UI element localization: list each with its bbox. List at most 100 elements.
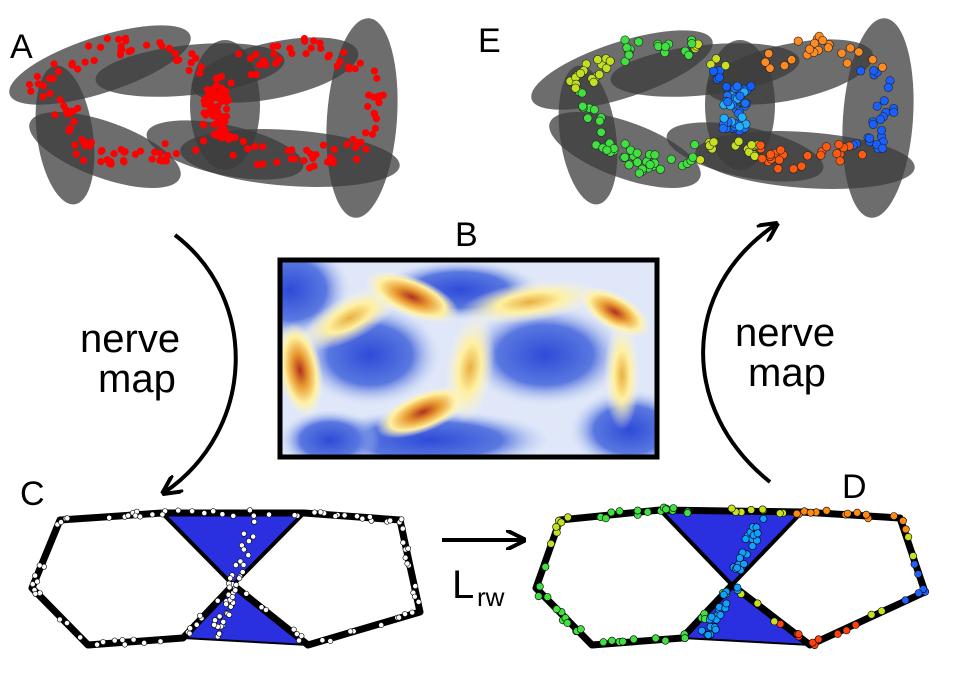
filled-triangle [657, 508, 805, 587]
data-point [216, 630, 223, 637]
operator-arrow: L rw [442, 540, 522, 612]
data-point [243, 590, 250, 597]
data-point [220, 619, 227, 625]
data-point [818, 35, 828, 45]
data-point [359, 515, 366, 522]
data-point [240, 530, 247, 537]
data-point [909, 552, 917, 560]
data-point [764, 49, 774, 59]
data-point [399, 525, 406, 532]
data-point [607, 508, 616, 517]
data-point [244, 145, 252, 153]
data-point [32, 590, 39, 597]
data-point [340, 48, 348, 57]
data-point [770, 617, 779, 626]
panel-b-label: B [455, 216, 478, 254]
data-point [68, 61, 76, 69]
data-point [217, 114, 226, 122]
panel-a-label: A [10, 28, 33, 66]
data-point [645, 160, 655, 170]
data-point [330, 145, 338, 153]
data-point [787, 55, 797, 65]
data-point [396, 614, 402, 621]
data-point [805, 44, 815, 54]
data-point [716, 611, 725, 619]
data-point [196, 69, 204, 77]
data-point [223, 105, 231, 113]
left-nerve-map-arrow: nerve map [80, 233, 238, 492]
data-point [229, 594, 236, 600]
data-point [263, 607, 269, 613]
data-point [794, 630, 803, 639]
data-point [709, 137, 719, 147]
data-point [266, 511, 272, 518]
data-point [197, 612, 203, 619]
data-point [741, 535, 750, 543]
data-point [364, 102, 372, 111]
data-point [583, 113, 593, 123]
data-point [172, 150, 180, 158]
data-point [74, 65, 82, 73]
data-point [535, 582, 544, 591]
data-point [347, 628, 354, 635]
data-point [201, 510, 208, 516]
data-point [100, 639, 106, 645]
data-point [808, 638, 817, 647]
data-point [910, 560, 919, 569]
data-point [117, 146, 125, 154]
data-point [290, 626, 297, 633]
data-point [575, 68, 585, 78]
panel-a-data-points [25, 34, 387, 172]
data-point [64, 515, 71, 522]
data-point [345, 65, 353, 73]
data-point [291, 512, 298, 519]
data-point [594, 70, 604, 80]
data-point [319, 141, 328, 149]
data-point [872, 101, 882, 111]
data-point [378, 622, 385, 628]
data-point [206, 102, 214, 110]
hot-region [460, 279, 600, 325]
data-point [214, 91, 222, 99]
data-point [270, 50, 278, 58]
data-point [372, 115, 381, 123]
data-point [232, 587, 239, 594]
data-point [577, 88, 587, 98]
data-point [103, 35, 111, 43]
data-point [601, 514, 610, 523]
data-point [212, 74, 220, 83]
hot-region [579, 286, 651, 338]
data-point [46, 89, 54, 97]
data-point [719, 590, 728, 599]
data-point [288, 146, 296, 154]
panel-d-data-points [534, 503, 930, 649]
data-point [845, 43, 855, 53]
data-point [402, 611, 408, 617]
data-point [212, 617, 218, 624]
data-point [64, 620, 70, 626]
data-point [74, 104, 82, 112]
data-point [156, 156, 164, 164]
data-point [788, 164, 798, 174]
data-point [34, 578, 41, 585]
data-point [747, 505, 756, 514]
data-point [54, 67, 63, 76]
data-point [400, 539, 407, 546]
data-point [634, 37, 644, 47]
data-point [721, 82, 731, 92]
data-point [159, 511, 166, 518]
data-point [60, 102, 68, 110]
data-point [209, 85, 218, 93]
data-point [552, 605, 561, 614]
data-point [226, 612, 233, 618]
data-point [214, 103, 222, 111]
data-point [842, 626, 851, 635]
data-point [199, 120, 207, 128]
data-point [171, 49, 179, 57]
data-point [747, 140, 757, 150]
data-point [634, 168, 644, 178]
data-point [210, 508, 217, 515]
data-point [862, 510, 871, 519]
data-point [402, 554, 409, 561]
data-point [797, 161, 807, 171]
